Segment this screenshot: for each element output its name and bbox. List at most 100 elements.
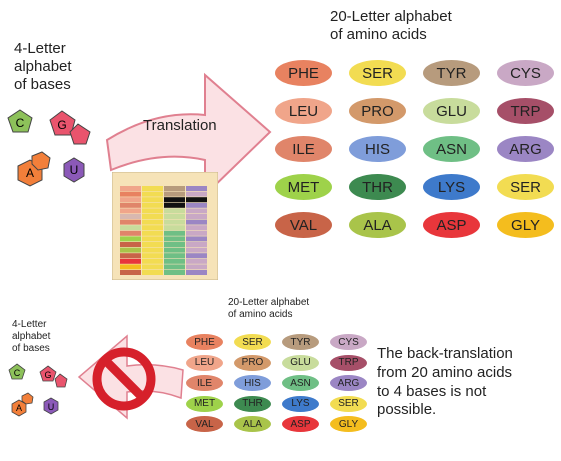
codon-cell (186, 258, 207, 264)
amino-acid-glu: GLU (423, 98, 480, 124)
codon-cell (142, 225, 163, 231)
codon-cell (186, 202, 207, 208)
codon-cell (186, 214, 207, 219)
codon-cell (186, 242, 207, 247)
amino-acid-ala: ALA (349, 212, 406, 238)
codon-cell (142, 214, 163, 219)
codon-cell (142, 230, 163, 236)
translation-arrow (105, 72, 272, 198)
codon-cell (142, 270, 163, 275)
amino-acids-title-small: 20-Letter alphabet of amino acids (228, 297, 310, 320)
amino-acid-thr: THR (234, 395, 271, 412)
amino-acid-his: HIS (349, 136, 406, 162)
amino-acid-tyr: TYR (282, 334, 319, 350)
amino-acid-ile: ILE (275, 136, 332, 162)
base-g-pentagon (49, 110, 76, 136)
amino-acid-leu: LEU (275, 98, 332, 124)
codon-cell (120, 242, 141, 247)
amino-acid-ala: ALA (234, 416, 271, 432)
amino-acid-asn: ASN (423, 136, 480, 162)
codon-cell (186, 270, 207, 275)
amino-acid-gly: GLY (330, 416, 367, 432)
base-u-label: U (70, 163, 79, 177)
amino-acid-gly: GLY (497, 212, 554, 238)
base-u-label-small: U (48, 402, 55, 412)
codon-cell (120, 247, 141, 253)
codon-cell (120, 191, 141, 197)
amino-acid-cys: CYS (497, 60, 554, 86)
codon-cell (186, 264, 207, 270)
codon-cell (164, 202, 185, 208)
codon-cell (164, 258, 185, 264)
base-a-label-small: A (16, 403, 22, 413)
codon-cell (186, 219, 207, 225)
bases-title: 4-Letter alphabet of bases (14, 40, 72, 93)
amino-acid-asp: ASP (282, 416, 319, 432)
codon-cell (120, 208, 141, 214)
base-c-label-small: C (14, 368, 21, 378)
codon-cell (120, 258, 141, 264)
codon-cell (186, 186, 207, 191)
base-g-label-small: G (44, 370, 51, 380)
amino-acid-trp: TRP (330, 354, 367, 371)
amino-acid-ile: ILE (186, 375, 223, 391)
amino-acid-asp: ASP (423, 212, 480, 238)
codon-cell (142, 191, 163, 197)
base-a-label: A (26, 166, 34, 180)
amino-acid-trp: TRP (497, 98, 554, 124)
codon-cell (164, 191, 185, 197)
codon-cell (120, 219, 141, 225)
amino-acid-glu: GLU (282, 354, 319, 371)
codon-cell (164, 253, 185, 259)
amino-acid-lys: LYS (282, 395, 319, 412)
amino-acid-ser: SER (330, 395, 367, 412)
codon-cell (186, 247, 207, 253)
back-translation-note: The back-translation from 20 amino acids… (377, 345, 513, 419)
bases-title-small: 4-Letter alphabet of bases (12, 319, 51, 354)
amino-acid-ser: SER (497, 174, 554, 200)
codon-cell (164, 264, 185, 270)
codon-cell (186, 191, 207, 197)
bases-cluster-bottom: C G A U (8, 363, 68, 417)
codon-cell (120, 236, 141, 242)
codon-cell (186, 236, 207, 242)
codon-cell (164, 247, 185, 253)
codon-cell (120, 225, 141, 231)
codon-cell (186, 225, 207, 231)
amino-acid-thr: THR (349, 174, 406, 200)
amino-acid-cys: CYS (330, 334, 367, 350)
codon-cell (142, 186, 163, 191)
codon-cell (186, 208, 207, 214)
codon-cell (186, 253, 207, 259)
codon-cell (164, 230, 185, 236)
codon-cell (164, 225, 185, 231)
codon-cell (186, 230, 207, 236)
amino-acid-pro: PRO (234, 354, 271, 371)
codon-cell (142, 202, 163, 208)
amino-acid-pro: PRO (349, 98, 406, 124)
codon-cell (164, 197, 185, 203)
codon-cell (142, 258, 163, 264)
codon-cell (120, 197, 141, 203)
codon-cell (186, 197, 207, 203)
codon-cell (142, 247, 163, 253)
codon-cell (120, 186, 141, 191)
codon-cell (142, 219, 163, 225)
amino-acid-arg: ARG (330, 375, 367, 391)
amino-acid-ser: SER (349, 60, 406, 86)
base-c-label: C (16, 116, 25, 130)
amino-acid-arg: ARG (497, 136, 554, 162)
amino-acid-met: MET (275, 174, 332, 200)
codon-cell (120, 230, 141, 236)
translation-label: Translation (143, 117, 217, 134)
codon-cell (142, 242, 163, 247)
codon-cell (120, 253, 141, 259)
codon-cell (164, 214, 185, 219)
amino-acid-leu: LEU (186, 354, 223, 371)
codon-cell (120, 270, 141, 275)
codon-cell (120, 264, 141, 270)
codon-cell (142, 208, 163, 214)
amino-acid-his: HIS (234, 375, 271, 391)
bases-cluster-top: C G A U (7, 109, 91, 187)
